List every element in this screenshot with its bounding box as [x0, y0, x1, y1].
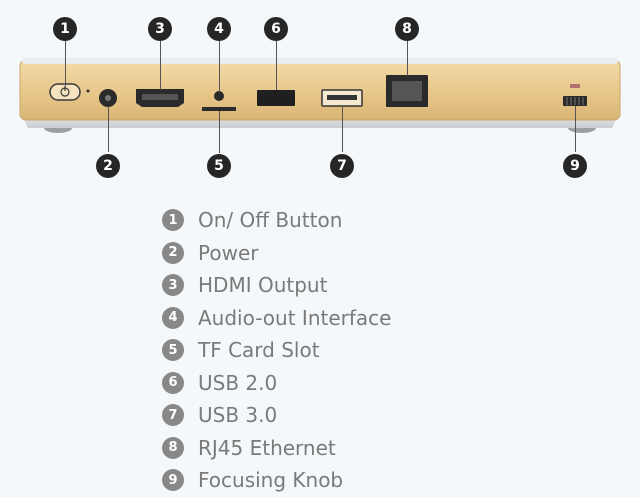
legend-label: USB 2.0 — [198, 370, 278, 395]
power-button — [49, 83, 90, 101]
usb3-port — [321, 89, 363, 107]
device-top-edge — [22, 58, 618, 64]
callout-badge-5: 5 — [207, 154, 231, 178]
legend-label: Focusing Knob — [198, 468, 344, 493]
legend-label: Audio-out Interface — [198, 305, 392, 330]
legend-number: 1 — [162, 209, 184, 232]
callout-badge-6: 6 — [264, 17, 288, 41]
callout-badge-2: 2 — [96, 154, 120, 178]
device-rear-panel — [19, 58, 621, 133]
tf-card-slot — [202, 107, 236, 111]
legend-label: Power — [198, 240, 259, 265]
legend-item: 2 Power — [162, 237, 391, 270]
legend-item: 4 Audio-out Interface — [162, 302, 391, 335]
callout-line-7 — [342, 106, 343, 152]
callout-badge-9: 9 — [563, 154, 587, 178]
legend-item: 6 USB 2.0 — [162, 367, 391, 400]
legend-item: 5 TF Card Slot — [162, 334, 391, 367]
rj45-port — [386, 75, 428, 107]
callout-badge-3: 3 — [148, 17, 172, 41]
audio-jack — [214, 91, 224, 101]
legend-label: USB 3.0 — [198, 403, 278, 428]
callout-line-4 — [219, 40, 220, 92]
legend-item: 3 HDMI Output — [162, 269, 391, 302]
callout-badge-1: 1 — [53, 17, 77, 41]
dc-power-jack — [99, 89, 117, 107]
legend-label: On/ Off Button — [198, 208, 343, 233]
callout-line-8 — [407, 40, 408, 76]
legend-number: 4 — [162, 306, 184, 329]
hdmi-port — [136, 89, 184, 107]
callout-badge-8: 8 — [395, 17, 419, 41]
callout-line-3 — [160, 40, 161, 90]
legend-number: 8 — [162, 436, 184, 459]
legend-number: 5 — [162, 339, 184, 362]
legend-number: 7 — [162, 404, 184, 427]
legend-item: 9 Focusing Knob — [162, 464, 391, 497]
callout-line-9 — [575, 106, 576, 152]
callout-line-5 — [219, 111, 220, 153]
callout-badge-4: 4 — [207, 17, 231, 41]
legend-number: 3 — [162, 274, 184, 297]
callout-line-2 — [108, 106, 109, 152]
legend: 1 On/ Off Button 2 Power 3 HDMI Output 4 Aud… — [162, 204, 391, 497]
legend-number: 6 — [162, 371, 184, 394]
legend-label: RJ45 Ethernet — [198, 435, 336, 460]
legend-label: HDMI Output — [198, 273, 328, 298]
legend-number: 2 — [162, 241, 184, 264]
legend-item: 8 RJ45 Ethernet — [162, 432, 391, 465]
focus-knob — [563, 84, 587, 106]
callout-line-6 — [276, 40, 277, 90]
legend-number: 9 — [162, 469, 184, 492]
legend-label: TF Card Slot — [198, 338, 320, 363]
legend-item: 1 On/ Off Button — [162, 204, 391, 237]
callout-line-1 — [65, 40, 66, 86]
usb2-port — [257, 90, 295, 106]
callout-badge-7: 7 — [330, 154, 354, 178]
legend-item: 7 USB 3.0 — [162, 399, 391, 432]
